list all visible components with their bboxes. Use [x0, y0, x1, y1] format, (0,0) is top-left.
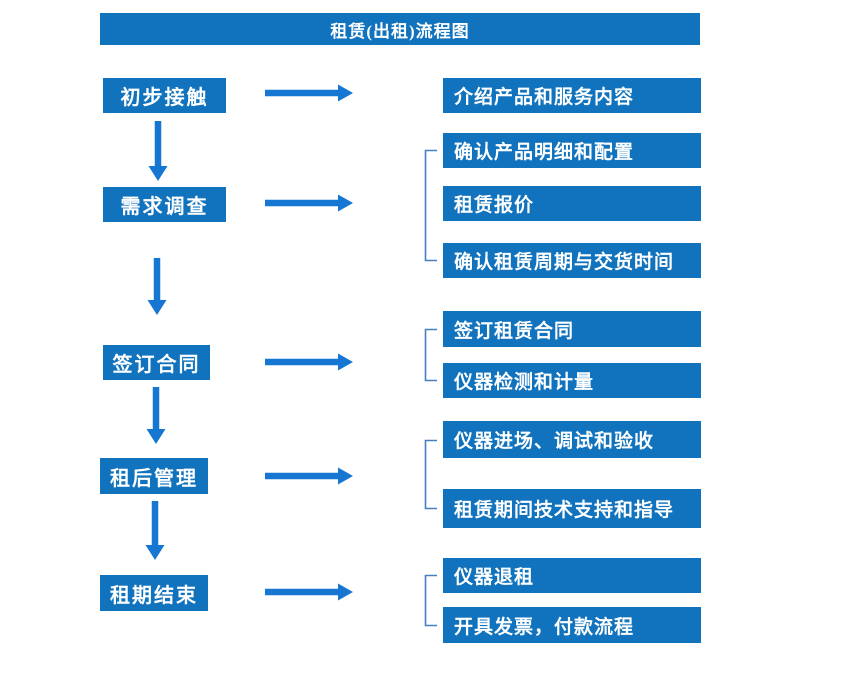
- detail-label: 开具发票，付款流程: [454, 616, 635, 638]
- stage-label: 初步接触: [120, 87, 209, 109]
- detail-box: 确认产品明细和配置: [443, 133, 701, 168]
- down-arrow: [147, 258, 167, 315]
- down-arrow: [145, 501, 165, 560]
- detail-box: 仪器进场、调试和验收: [443, 421, 701, 458]
- right-arrow: [265, 583, 353, 601]
- right-arrow: [265, 84, 353, 102]
- detail-box: 仪器退租: [443, 558, 701, 593]
- right-arrow: [265, 467, 353, 485]
- stage-label: 需求调查: [120, 196, 209, 218]
- stage-box-sign-contract: 签订合同: [103, 345, 210, 380]
- detail-box: 介绍产品和服务内容: [443, 78, 701, 113]
- detail-label: 确认产品明细和配置: [454, 142, 635, 163]
- down-arrow: [146, 387, 166, 444]
- stage-box-post-rental-management: 租后管理: [100, 458, 208, 494]
- detail-label: 仪器退租: [454, 567, 535, 588]
- stage-box-lease-end: 租期结束: [100, 575, 208, 611]
- right-arrow: [265, 353, 353, 371]
- stage-label: 签订合同: [112, 354, 201, 376]
- detail-label: 仪器检测和计量: [454, 372, 595, 393]
- detail-box: 签订租赁合同: [443, 311, 701, 347]
- group-bracket: [424, 574, 437, 627]
- detail-label: 仪器进场、调试和验收: [454, 431, 655, 452]
- detail-box: 租赁报价: [443, 186, 701, 221]
- stage-box-demand-survey: 需求调查: [103, 187, 226, 222]
- flowchart-title: 租赁(出租)流程图: [100, 13, 700, 45]
- detail-label: 介绍产品和服务内容: [454, 87, 635, 108]
- stage-label: 租后管理: [110, 467, 198, 490]
- detail-box: 租赁期间技术支持和指导: [443, 489, 701, 528]
- detail-label: 签订租赁合同: [454, 320, 575, 342]
- group-bracket: [424, 439, 437, 510]
- detail-label: 租赁期间技术支持和指导: [454, 500, 675, 521]
- group-bracket: [424, 328, 437, 382]
- detail-label: 确认租赁周期与交货时间: [454, 252, 675, 273]
- stage-label: 租期结束: [110, 584, 198, 607]
- detail-box: 确认租赁周期与交货时间: [443, 243, 701, 278]
- detail-label: 租赁报价: [454, 195, 535, 216]
- group-bracket: [424, 149, 437, 262]
- down-arrow: [148, 121, 168, 181]
- detail-box: 仪器检测和计量: [443, 363, 701, 398]
- stage-box-initial-contact: 初步接触: [103, 78, 226, 113]
- right-arrow: [265, 194, 353, 212]
- flowchart-title-text: 租赁(出租)流程图: [330, 21, 470, 41]
- detail-box: 开具发票，付款流程: [443, 607, 701, 643]
